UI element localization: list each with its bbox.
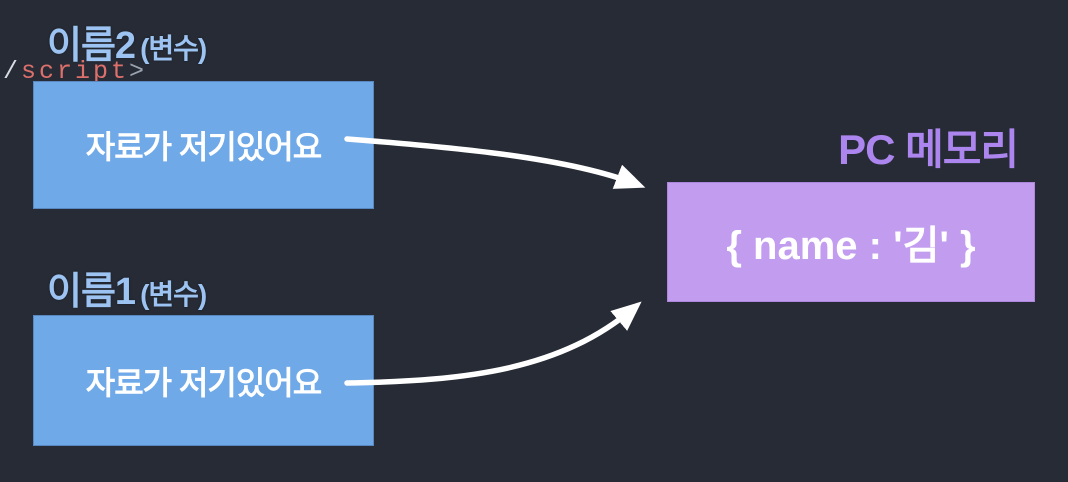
variable-box-text: 자료가 저기있어요: [85, 129, 322, 165]
memory-box: { name : '김' }: [667, 182, 1035, 302]
variable-label-2: 이름2(변수): [47, 14, 207, 69]
variable-type-suffix: (변수): [140, 33, 207, 64]
variable-label-1: 이름1(변수): [47, 260, 207, 315]
arrow-top-icon: [344, 136, 646, 189]
memory-value: { name : '김' }: [726, 224, 976, 268]
variable-name: 이름2: [47, 25, 136, 67]
variable-box-2: 자료가 저기있어요: [33, 81, 374, 209]
arrow-bottom-icon: [344, 301, 642, 386]
variable-box-text: 자료가 저기있어요: [85, 364, 322, 401]
memory-title: PC 메모리: [838, 126, 1019, 173]
code-gt: >: [129, 57, 148, 86]
variable-name: 이름1: [47, 271, 136, 313]
variable-box-1: 자료가 저기있어요: [33, 315, 374, 446]
variable-type-suffix: (변수): [140, 279, 207, 310]
code-slash: /: [3, 57, 22, 86]
